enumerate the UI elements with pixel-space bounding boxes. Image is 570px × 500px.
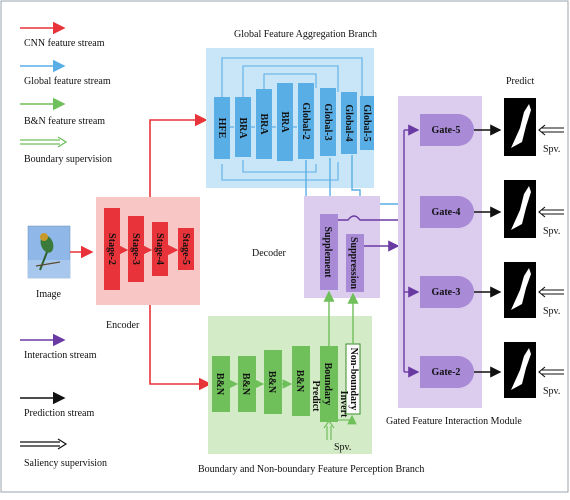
bn-block-2-label: B&N: [240, 373, 251, 396]
global-block-global-4-label: Global-4: [343, 104, 354, 141]
bn-block-4: [292, 346, 310, 416]
stage-3-label: Stage-3: [130, 233, 141, 265]
global-block-bra-3: [277, 83, 293, 161]
invert-label: Invert: [338, 391, 349, 418]
legend-saliency-label: Saliency supervision: [24, 458, 107, 469]
gate-5-label: Gate-5: [432, 125, 461, 136]
legend-prediction-label: Prediction stream: [24, 408, 94, 419]
gate-2-shape: [420, 356, 474, 388]
bn-block-3: [264, 350, 282, 414]
image-label: Image: [36, 289, 62, 300]
predict-title: Predict: [506, 76, 535, 87]
supplement-to-gate4-arrow: [338, 214, 422, 226]
encoder-stage-5: [178, 228, 194, 270]
global-block-hfe: [214, 97, 230, 159]
gate-4-label: Gate-4: [432, 207, 461, 218]
predict-spv-3: Spv.: [543, 306, 560, 317]
decoder-title: Decoder: [252, 248, 287, 259]
boundary-predict-block: [320, 346, 338, 422]
bn-block-1: [212, 356, 230, 412]
legend-global-label: Global feature stream: [24, 76, 111, 87]
global-block-global-3-label: Global-3: [322, 103, 333, 140]
encoder-to-global-arrow: [149, 113, 208, 197]
encoder-stage-3: [128, 216, 144, 282]
bn-block-2: [238, 356, 256, 412]
legend-cnn-label: CNN feature stream: [24, 38, 105, 49]
global-block-global-4: [341, 92, 357, 154]
global-skip-connections: [221, 57, 363, 181]
bn-blocks: B&N B&N B&N B&N: [212, 346, 310, 416]
decoder-suppression-block: [346, 234, 364, 292]
global-block-global-5-label: Global-5: [361, 104, 372, 141]
global-block-bra-2: [256, 89, 272, 159]
global-block-bra-1: [235, 97, 251, 157]
decoder-panel: [304, 196, 380, 298]
gate-2-label: Gate-2: [432, 367, 461, 378]
prediction-map-4: [504, 180, 536, 238]
encoder-to-bn-arrow: [149, 305, 212, 391]
boundary-label: Boundary: [322, 363, 333, 406]
prediction-arrows: [474, 124, 502, 378]
legend-interaction-label: Interaction stream: [24, 350, 97, 361]
gfim-gates: Gate-5 Gate-4 Gate-3 Gate-2: [420, 114, 474, 388]
decoder-supplement-block: [320, 214, 338, 290]
global-block-bra-1-label: BRA: [237, 117, 248, 139]
prediction-map-5: [504, 98, 536, 156]
encoder-title: Encoder: [106, 320, 140, 331]
legend-top: CNN feature stream Global feature stream…: [20, 21, 112, 165]
legend-bn-label: B&N feature stream: [24, 116, 105, 127]
global-branch-title: Global Feature Aggregation Branch: [234, 29, 377, 40]
saliency-supervision-arrows: [538, 124, 564, 378]
bn-block-4-label: B&N: [294, 370, 305, 393]
encoder-stage-2: [104, 208, 120, 290]
predict-spv-2: Spv.: [543, 386, 560, 397]
legend-boundary-label: Boundary supervision: [24, 154, 112, 165]
predict-spv-5: Spv.: [543, 144, 560, 155]
global-block-global-3: [320, 88, 336, 156]
input-image: [27, 225, 71, 279]
predict-spv-4: Spv.: [543, 226, 560, 237]
global-block-bra-3-label: BRA: [279, 111, 290, 133]
global-block-hfe-label: HFE: [216, 118, 227, 139]
legend-bottom: Interaction stream Prediction stream Sal…: [20, 333, 107, 469]
supplement-label: Supplement: [322, 226, 333, 278]
non-boundary-label: Non-boundary: [348, 348, 359, 411]
gate-3-label: Gate-3: [432, 287, 461, 298]
global-block-global-5: [360, 96, 374, 150]
global-block-bra-2-label: BRA: [258, 113, 269, 135]
stage-2-label: Stage-2: [106, 233, 117, 265]
global-block-global-2: [298, 83, 314, 159]
stage-4-label: Stage-4: [154, 233, 165, 265]
bn-block-1-label: B&N: [214, 373, 225, 396]
gate-3-shape: [420, 276, 474, 308]
encoder-stage-4: [152, 222, 168, 276]
gate-5-shape: [420, 114, 474, 146]
interaction-bus: [403, 124, 420, 378]
global-block-global-2-label: Global-2: [300, 102, 311, 139]
stage-5-label: Stage-5: [180, 233, 191, 265]
prediction-maps: [504, 98, 536, 398]
gfim-title: Gated Feature Interaction Module: [386, 416, 522, 427]
bn-block-3-label: B&N: [266, 371, 277, 394]
global-blocks: HFE BRA BRA BRA Global-2 Global-3 Global…: [214, 83, 374, 161]
bn-branch-title: Boundary and Non-boundary Feature Percep…: [198, 464, 424, 475]
gate-4-shape: [420, 196, 474, 228]
bn-spv-label: Spv.: [334, 442, 351, 453]
encoder-panel: Stage-2 Stage-3 Stage-4 Stage-5: [96, 197, 200, 305]
predict-label: Predict: [310, 381, 321, 413]
suppression-label: Suppression: [348, 237, 359, 290]
